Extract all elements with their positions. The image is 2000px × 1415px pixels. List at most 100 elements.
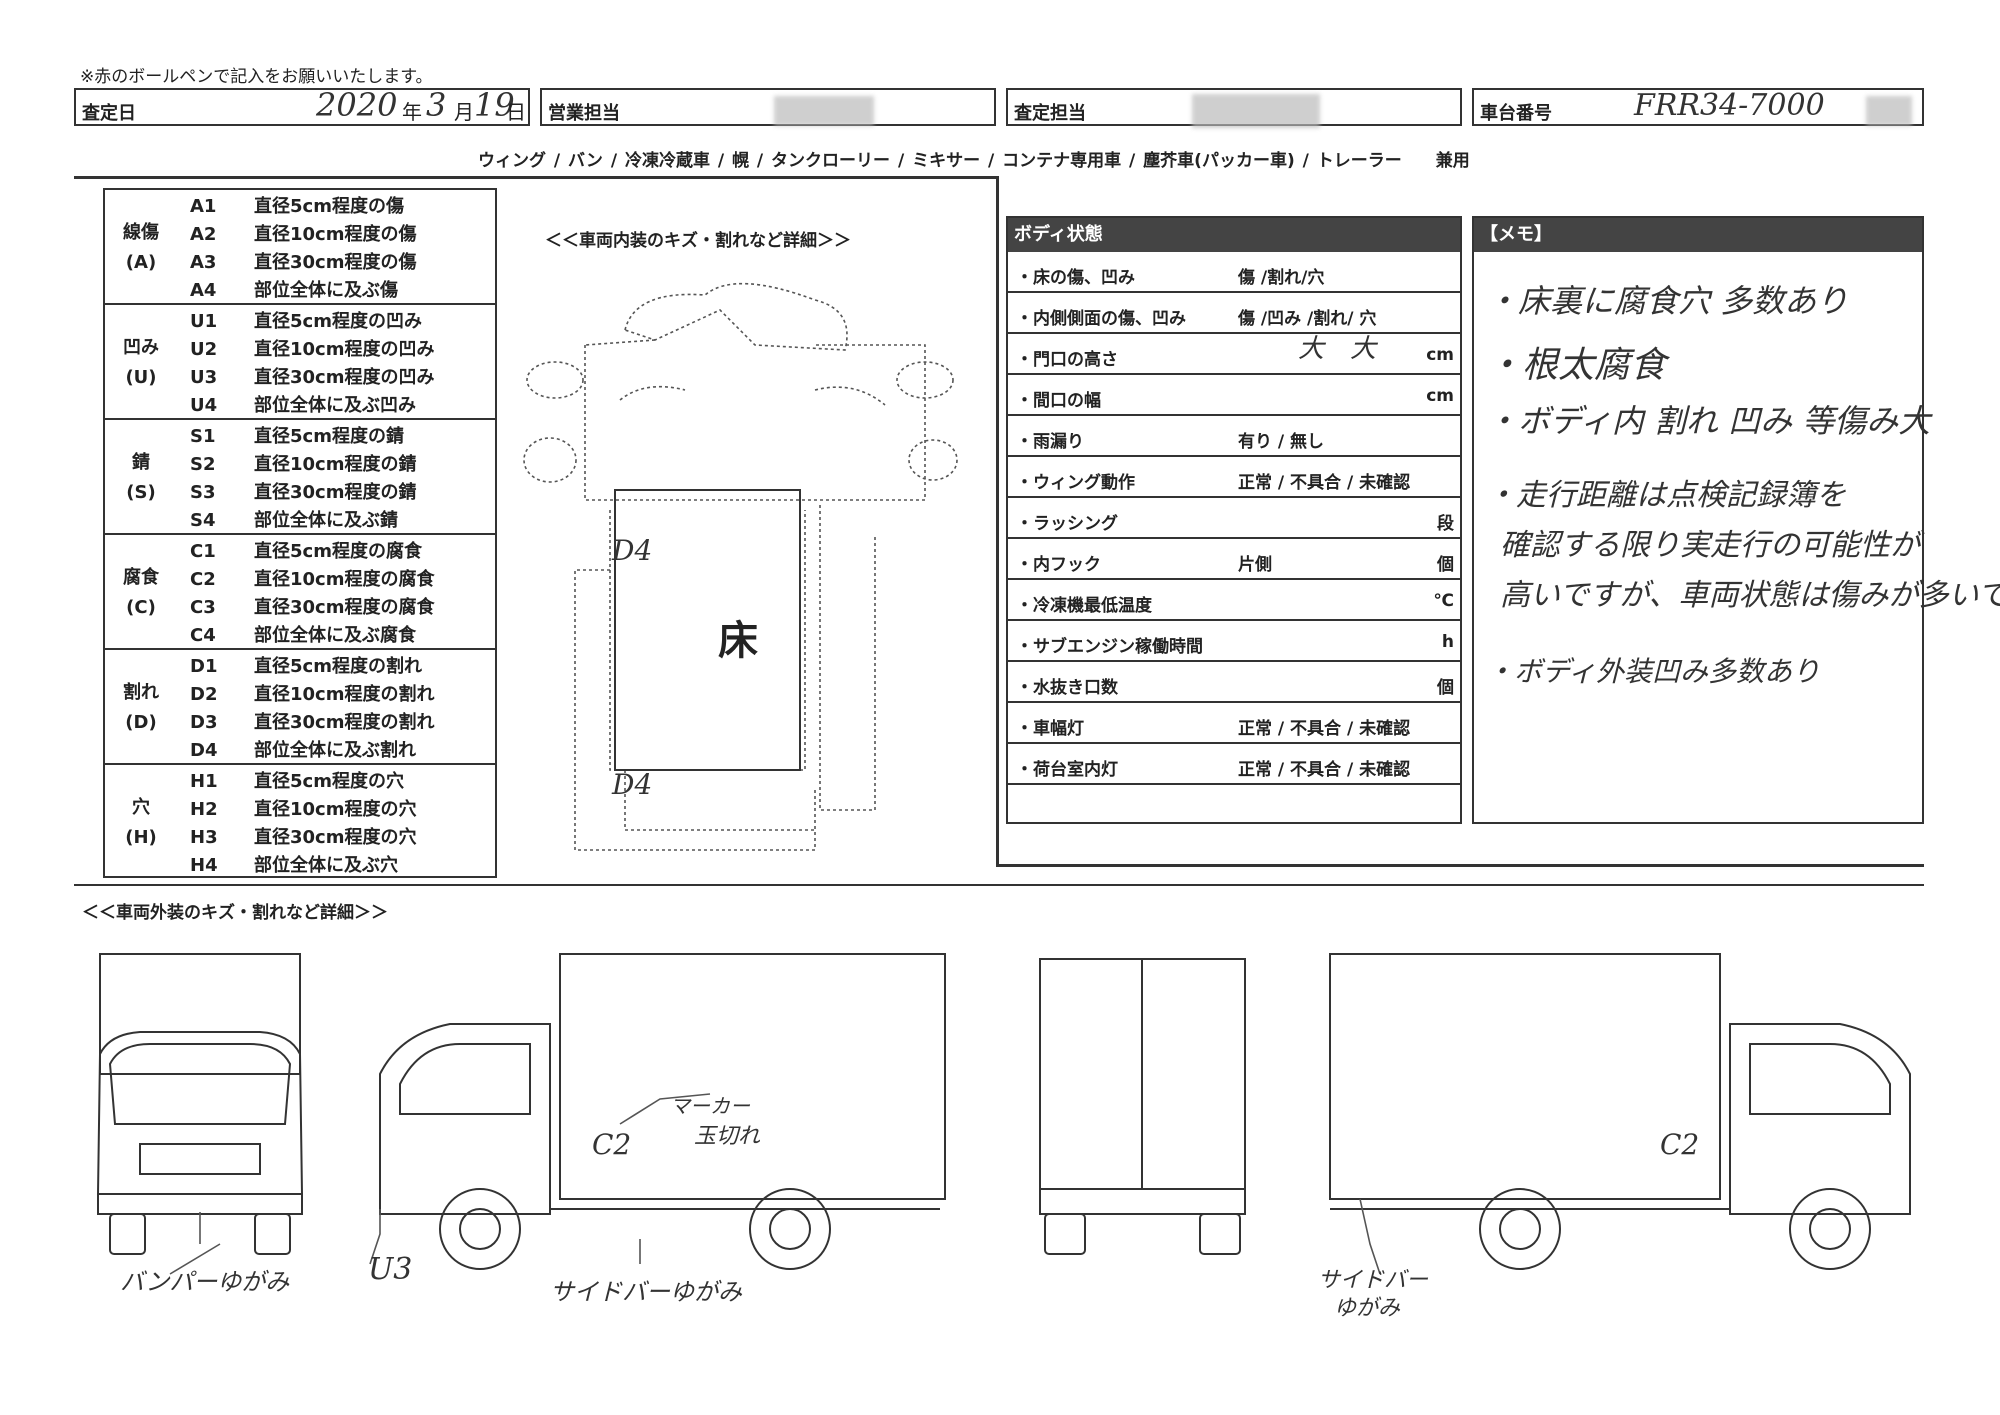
body-condition-row[interactable]: ・荷台室内灯 正常 / 不具合 / 未確認 [1008,744,1460,785]
body-condition-label: ・荷台室内灯 [1016,760,1118,780]
body-condition-label: ・間口の幅 [1016,391,1101,411]
right-cab [1729,1023,1911,1215]
legend-category-name: 穴 [132,797,150,818]
legend-category-name: 割れ [123,682,159,703]
redacted-sales [774,96,874,126]
left-u3: U3 [368,1252,413,1287]
legend-category-code: (D) [125,712,157,733]
legend-category-code: (C) [126,597,156,618]
date-month[interactable]: 3 [426,86,447,124]
body-condition-row[interactable]: ・ラッシング段 [1008,498,1460,539]
divider-bottom [74,884,1924,886]
sales-label: 営業担当 [548,103,620,124]
legend-code: H3 [190,827,218,848]
memo-line: 高いですが、車両状態は傷みが多いです。 [1500,578,2000,613]
body-condition-row[interactable]: ・車幅灯正常 / 不具合 / 未確認 [1008,703,1460,744]
legend-description: 直径5cm程度の傷 [254,196,404,217]
legend-category: 錆(S) [105,448,177,508]
body-condition-label: ・雨漏り [1016,432,1084,452]
body-condition-label: ・水抜き口数 [1016,678,1118,698]
body-condition-row[interactable]: ・水抜き口数個 [1008,662,1460,703]
body-condition-label: ・サブエンジン稼働時間 [1016,637,1203,657]
legend-code: C4 [190,625,216,646]
body-condition-row[interactable]: ・内フック 片側 個 [1008,539,1460,580]
chassis-value[interactable]: FRR34-7000 [1634,88,1825,123]
interior-mark-top: D4 [612,534,653,567]
legend-code: D2 [190,684,218,705]
body-condition-label: ・内フック [1016,555,1101,575]
date-day[interactable]: 19 [474,86,515,124]
legend-category: 線傷(A) [105,218,177,278]
legend-code: H4 [190,855,218,876]
body-condition-options: 正常 / 不具合 / 未確認 [1238,719,1411,739]
body-condition-options: 片側 [1238,555,1272,575]
memo-panel: 【メモ】 ・床裏に腐食穴 多数あり・根太腐食・ボディ内 割れ 凹み 等傷み大・走… [1472,216,2000,824]
legend-category-code: (S) [126,482,156,503]
legend-code: D3 [190,712,218,733]
date-box: 査定日 2020 年 3 月 19 日 [74,86,530,126]
memo-line: 確認する限り実走行の可能性が [1500,528,1920,563]
body-condition-unit: cm [1426,345,1454,365]
date-year-unit: 年 [402,100,422,124]
legend-category-name: 凹み [123,337,159,358]
right-c2: C2 [1660,1128,1700,1161]
legend-code: S1 [190,426,216,447]
appraiser-box: 査定担当 [1006,88,1462,128]
body-condition-options: 傷 /割れ/穴 [1238,268,1325,288]
body-condition-row[interactable]: ・雨漏り有り / 無し [1008,416,1460,457]
interior-diagram [523,282,958,851]
body-condition-panel: ボディ状態 ・床の傷、凹み傷 /割れ/穴・内側側面の傷、凹み傷 /凹み /割れ/… [1006,216,1462,824]
body-condition-label: ・床の傷、凹み [1016,268,1135,288]
legend-code: A4 [190,280,217,301]
legend-code: U1 [190,311,218,332]
body-condition-row[interactable]: ・床の傷、凹み 傷 /割れ/穴 [1008,252,1460,293]
body-condition-row[interactable]: ・ウィング動作正常 / 不具合 / 未確認 [1008,457,1460,498]
divider-top [74,176,998,179]
front-cab [96,1031,304,1195]
legend-description: 部位全体に及ぶ割れ [254,740,416,761]
legend-description: 直径10cm程度の穴 [254,799,417,820]
body-condition-row[interactable]: ・サブエンジン稼働時間 h [1008,621,1460,662]
body-condition-unit: 個 [1437,555,1454,575]
legend-code: D1 [190,656,218,677]
interior-title: ＜＜車両内装のキズ・割れなど詳細＞＞ [545,231,851,251]
date-label: 査定日 [82,103,136,124]
legend-description: 直径30cm程度の穴 [254,827,417,848]
redacted-chassis [1866,96,1912,126]
legend-code: U4 [190,395,218,416]
body-condition-unit: h [1441,632,1454,652]
front-box [99,953,301,1075]
legend-description: 部位全体に及ぶ傷 [254,280,398,301]
body-condition-row[interactable]: ・内側側面の傷、凹み傷 /凹み /割れ/ 穴 [1008,293,1460,334]
body-condition-label: ・内側側面の傷、凹み [1016,309,1186,329]
body-condition-row[interactable]: ・冷凍機最低温度℃ [1008,580,1460,621]
body-condition-hand-note: 大 大 [1298,334,1377,364]
left-marker: マーカー [670,1094,750,1118]
legend-description: 直径10cm程度の傷 [254,224,417,245]
body-condition-label: ・冷凍機最低温度 [1016,596,1152,616]
memo-title: 【メモ】 [1474,218,1922,252]
date-year[interactable]: 2020 [316,86,398,124]
body-condition-options: 正常 / 不具合 / 未確認 [1238,760,1411,780]
legend-description: 直径5cm程度の腐食 [254,541,422,562]
right-box [1329,953,1721,1200]
